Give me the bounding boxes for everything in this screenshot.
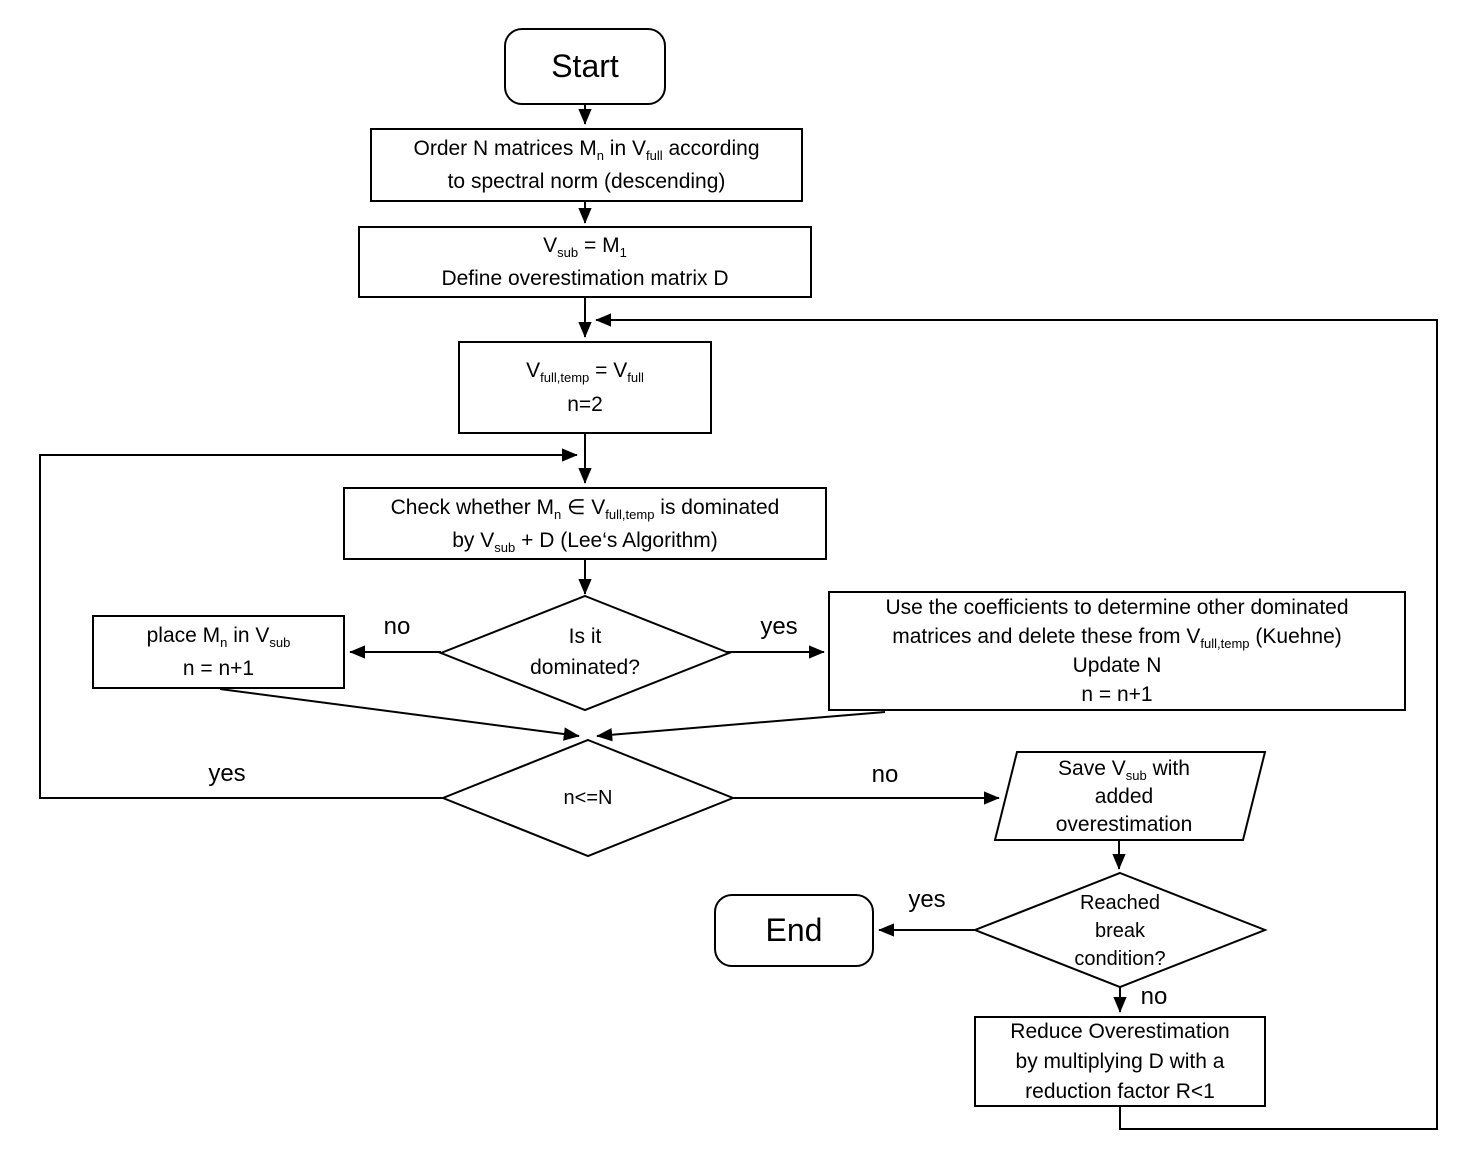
reduce-line-3: reduction factor R<1: [1025, 1079, 1215, 1103]
break-diamond-shape: [972, 871, 1268, 989]
edge-label-dominated-yes: yes: [760, 613, 798, 640]
edge-coefficients-to-loop: [596, 711, 886, 742]
reset-line-1: Vfull,temp = Vfull: [526, 358, 644, 385]
coefficients-node: Use the coefficients to determine other …: [828, 591, 1406, 711]
init-line-2: Define overestimation matrix D: [441, 267, 729, 290]
save-parallelogram-shape: [993, 751, 1267, 841]
coefficients-line-3: Update N: [1072, 654, 1162, 677]
end-node: End: [714, 894, 874, 967]
edge-reduce-feedback: [595, 313, 1438, 1130]
check-line-1: Check whether Mn ∈ Vfull,temp is dominat…: [390, 495, 780, 522]
check-line-2: by Vsub + D (Lee‘s Algorithm): [452, 528, 718, 555]
reset-line-2: n=2: [567, 392, 603, 416]
edge-label-break-no: no: [1140, 983, 1168, 1010]
place-line-2: n = n+1: [182, 657, 255, 680]
loop-diamond-shape: [440, 738, 736, 858]
edge-label-loop-no: no: [871, 761, 899, 788]
edge-label-dominated-no: no: [383, 613, 411, 640]
reduce-node: Reduce Overestimation by multiplying D w…: [974, 1016, 1266, 1107]
order-node: Order N matrices Mn in Vfull according t…: [370, 128, 803, 202]
dominated-diamond-shape: [438, 594, 732, 712]
coefficients-line-4: n = n+1: [1081, 683, 1153, 706]
start-node: Start: [504, 28, 666, 105]
order-line-2: to spectral norm (descending): [447, 170, 726, 193]
edge-label-break-yes: yes: [908, 886, 946, 913]
order-line-1: Order N matrices Mn in Vfull according: [413, 137, 760, 164]
reduce-line-2: by multiplying D with a: [1015, 1049, 1225, 1073]
coefficients-line-2: matrices and delete these from Vfull,tem…: [892, 625, 1342, 652]
end-label: End: [765, 912, 823, 948]
reduce-line-1: Reduce Overestimation: [1010, 1019, 1230, 1043]
edge-place-to-loop: [219, 688, 580, 741]
init-node: Vsub = M1 Define overestimation matrix D: [358, 226, 812, 298]
reset-node: Vfull,temp = Vfull n=2: [458, 341, 712, 434]
edge-label-loop-yes: yes: [208, 760, 246, 787]
init-line-1: Vsub = M1: [543, 234, 627, 261]
check-node: Check whether Mn ∈ Vfull,temp is dominat…: [343, 487, 827, 560]
edge-loop-yes-feedback: [39, 448, 578, 799]
coefficients-line-1: Use the coefficients to determine other …: [885, 596, 1349, 619]
place-line-1: place Mn in Vsub: [146, 624, 291, 651]
start-label: Start: [551, 48, 619, 84]
place-node: place Mn in Vsub n = n+1: [92, 615, 345, 689]
